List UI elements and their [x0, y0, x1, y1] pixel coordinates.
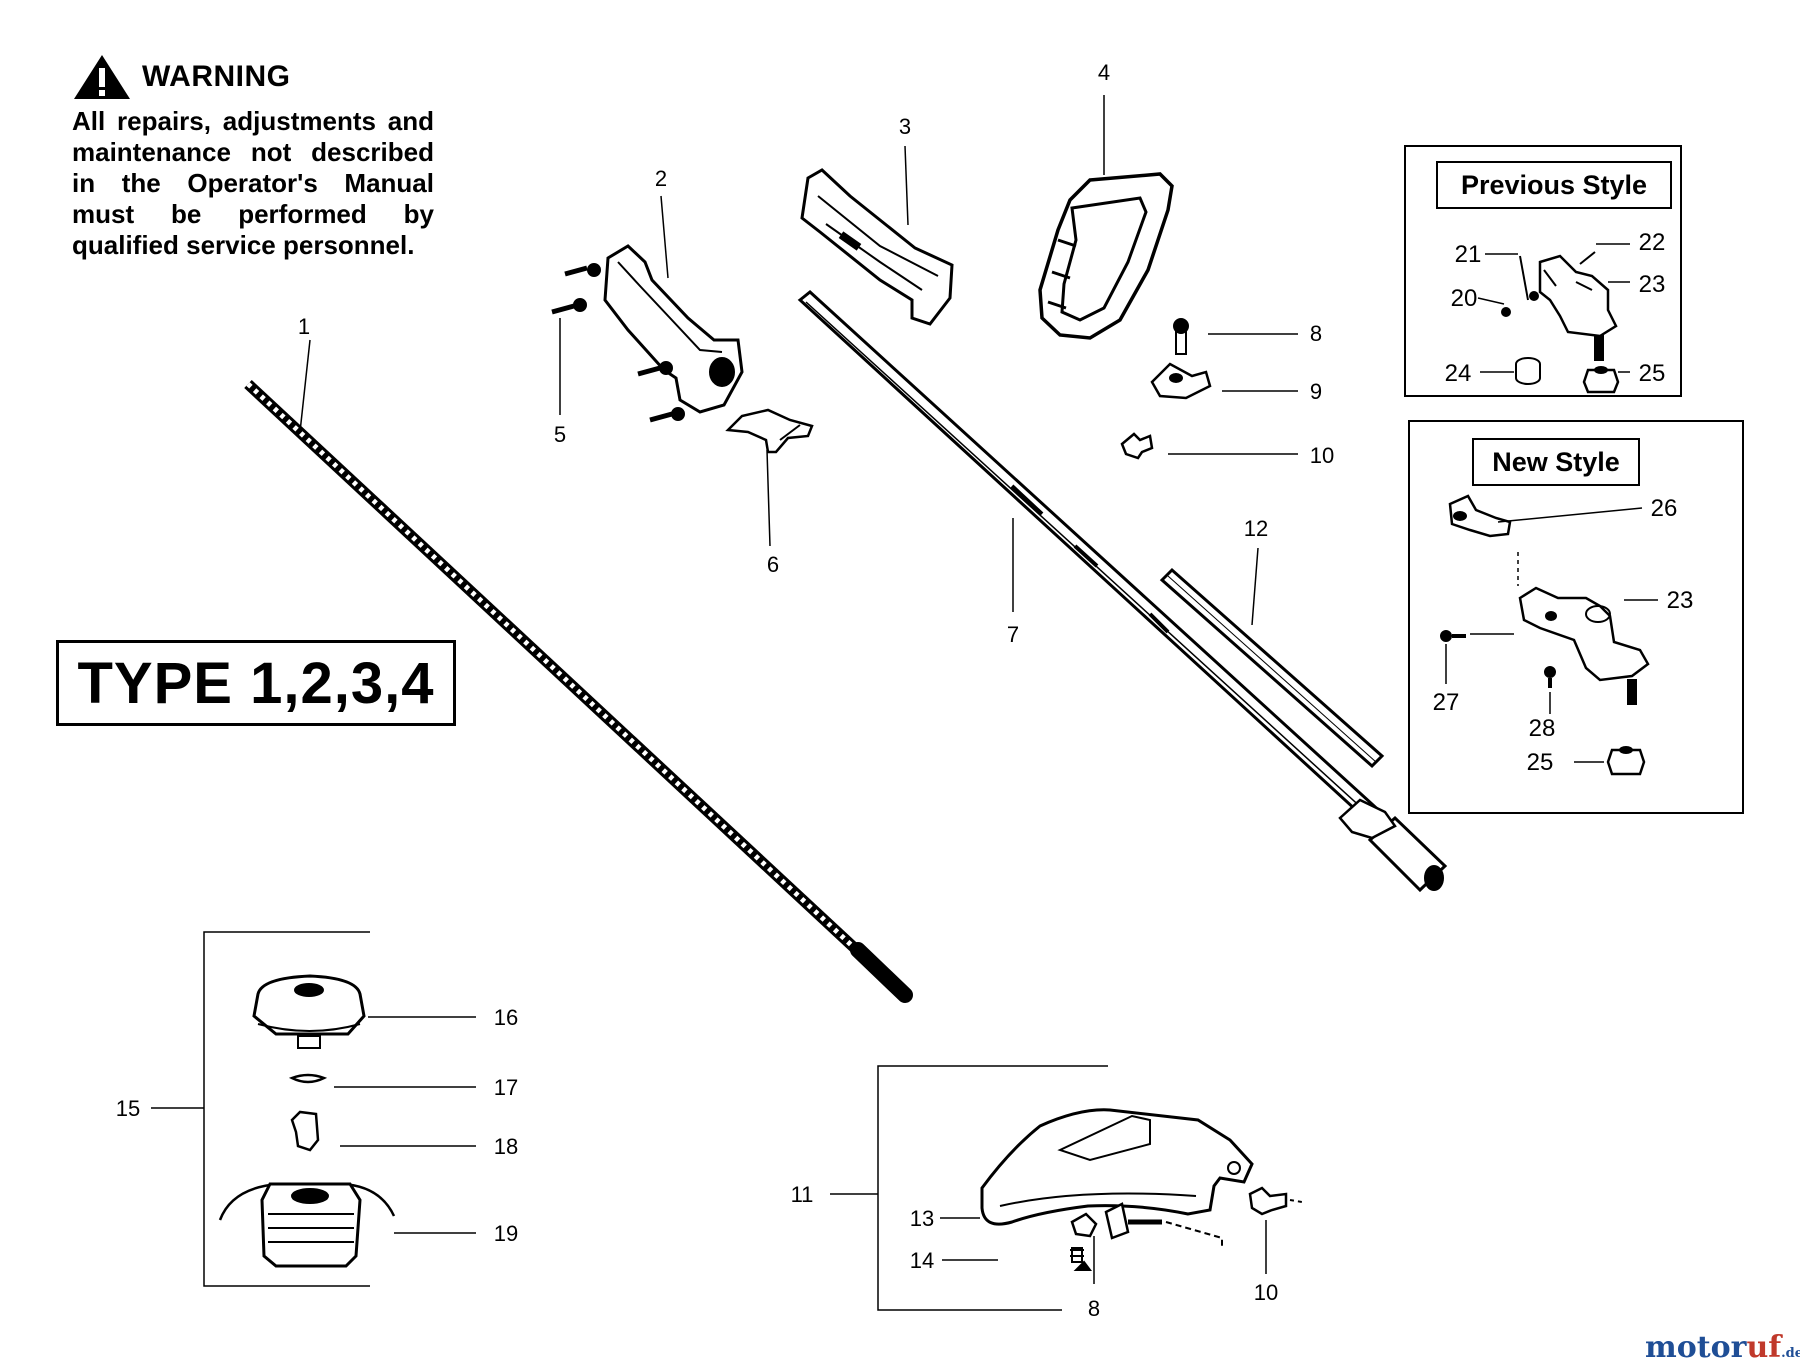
callout-22: 22 — [1639, 229, 1666, 256]
wing-nut — [1120, 432, 1154, 460]
new-style-label: New Style — [1472, 438, 1640, 486]
callout-8-shield: 8 — [1088, 1296, 1100, 1321]
callout-7: 7 — [1007, 622, 1019, 647]
callout-15: 15 — [116, 1096, 140, 1121]
upper-handle — [603, 244, 744, 414]
grip-handle — [800, 168, 954, 326]
callout-18: 18 — [494, 1134, 518, 1159]
callout-8: 8 — [1310, 321, 1322, 346]
handle-screws — [551, 263, 685, 423]
spool — [218, 1182, 396, 1268]
new-style-panel — [1408, 420, 1744, 814]
callout-17: 17 — [494, 1075, 518, 1100]
trimmer-head-assembly-bracket — [151, 931, 370, 1287]
callout-12: 12 — [1244, 516, 1268, 541]
callout-10: 10 — [1310, 443, 1334, 468]
callout-25-new: 25 — [1527, 749, 1554, 776]
callout-4: 4 — [1098, 60, 1110, 85]
eyelet — [290, 1110, 320, 1152]
callout-25: 25 — [1639, 360, 1666, 387]
callout-24: 24 — [1445, 360, 1472, 387]
previous-style-bushing — [1515, 357, 1541, 385]
callout-numbers: 1 2 3 4 5 6 7 8 9 10 12 15 16 17 18 19 1… — [116, 60, 1334, 1321]
spring — [288, 1073, 328, 1084]
callout-9: 9 — [1310, 379, 1322, 404]
loop-handle-bolt — [1173, 318, 1189, 355]
callout-3: 3 — [899, 114, 911, 139]
callout-11: 11 — [791, 1182, 814, 1207]
watermark-part-3: .de — [1781, 1346, 1800, 1361]
grass-shield — [980, 1108, 1254, 1226]
spool-cover — [252, 974, 366, 1049]
callout-20: 20 — [1451, 285, 1478, 312]
previous-style-nut — [1582, 366, 1620, 394]
loop-handle-clamp — [1150, 362, 1212, 400]
watermark-part-1: motor — [1645, 1330, 1747, 1365]
watermark-logo: motoruf.de — [1645, 1330, 1800, 1365]
drive-shaft — [244, 379, 913, 1003]
previous-style-panel — [1404, 145, 1682, 397]
callout-23: 23 — [1639, 271, 1666, 298]
callout-10-shield: 10 — [1254, 1280, 1278, 1305]
callout-14: 14 — [910, 1248, 934, 1273]
shield-leaders — [940, 1217, 1267, 1284]
callout-19: 19 — [494, 1221, 518, 1246]
new-style-gearhead — [1518, 586, 1650, 705]
callout-16: 16 — [494, 1005, 518, 1030]
callout-26: 26 — [1651, 495, 1678, 522]
callout-27: 27 — [1433, 689, 1460, 716]
leader-lines — [299, 95, 1298, 626]
watermark-part-2: uf — [1746, 1330, 1782, 1365]
warning-text: All repairs, adjustments and maintenance… — [72, 106, 434, 260]
new-style-nut — [1606, 746, 1646, 776]
throttle-trigger — [725, 408, 814, 454]
previous-style-leaders — [1477, 243, 1630, 373]
shield-hardware — [1070, 1186, 1303, 1271]
previous-style-gearhead — [1501, 251, 1618, 361]
foam-grip — [1159, 567, 1385, 769]
callout-2: 2 — [655, 166, 667, 191]
new-style-leaders — [1445, 507, 1658, 763]
loop-handle — [1038, 172, 1174, 340]
shield-assembly-bracket — [830, 1065, 1108, 1311]
callout-5: 5 — [554, 422, 566, 447]
type-label: TYPE 1,2,3,4 — [56, 640, 456, 726]
new-style-clamp — [1448, 494, 1512, 538]
callout-1: 1 — [298, 314, 310, 339]
trimmer-leaders — [334, 1016, 476, 1234]
callout-23-new: 23 — [1667, 587, 1694, 614]
warning-block: WARNING All repairs, adjustments and mai… — [72, 52, 434, 261]
warning-header: WARNING — [72, 52, 434, 102]
warning-title: WARNING — [142, 60, 291, 93]
warning-triangle-icon — [74, 55, 130, 99]
new-style-screws — [1440, 630, 1556, 688]
previous-style-label: Previous Style — [1436, 161, 1672, 209]
drive-tube — [797, 290, 1448, 893]
callout-6: 6 — [767, 552, 779, 577]
callout-13: 13 — [910, 1206, 934, 1231]
callout-21: 21 — [1455, 241, 1482, 268]
style-callout-numbers: 21 20 22 23 24 25 26 23 27 28 25 — [1433, 229, 1694, 776]
callout-28: 28 — [1529, 715, 1556, 742]
